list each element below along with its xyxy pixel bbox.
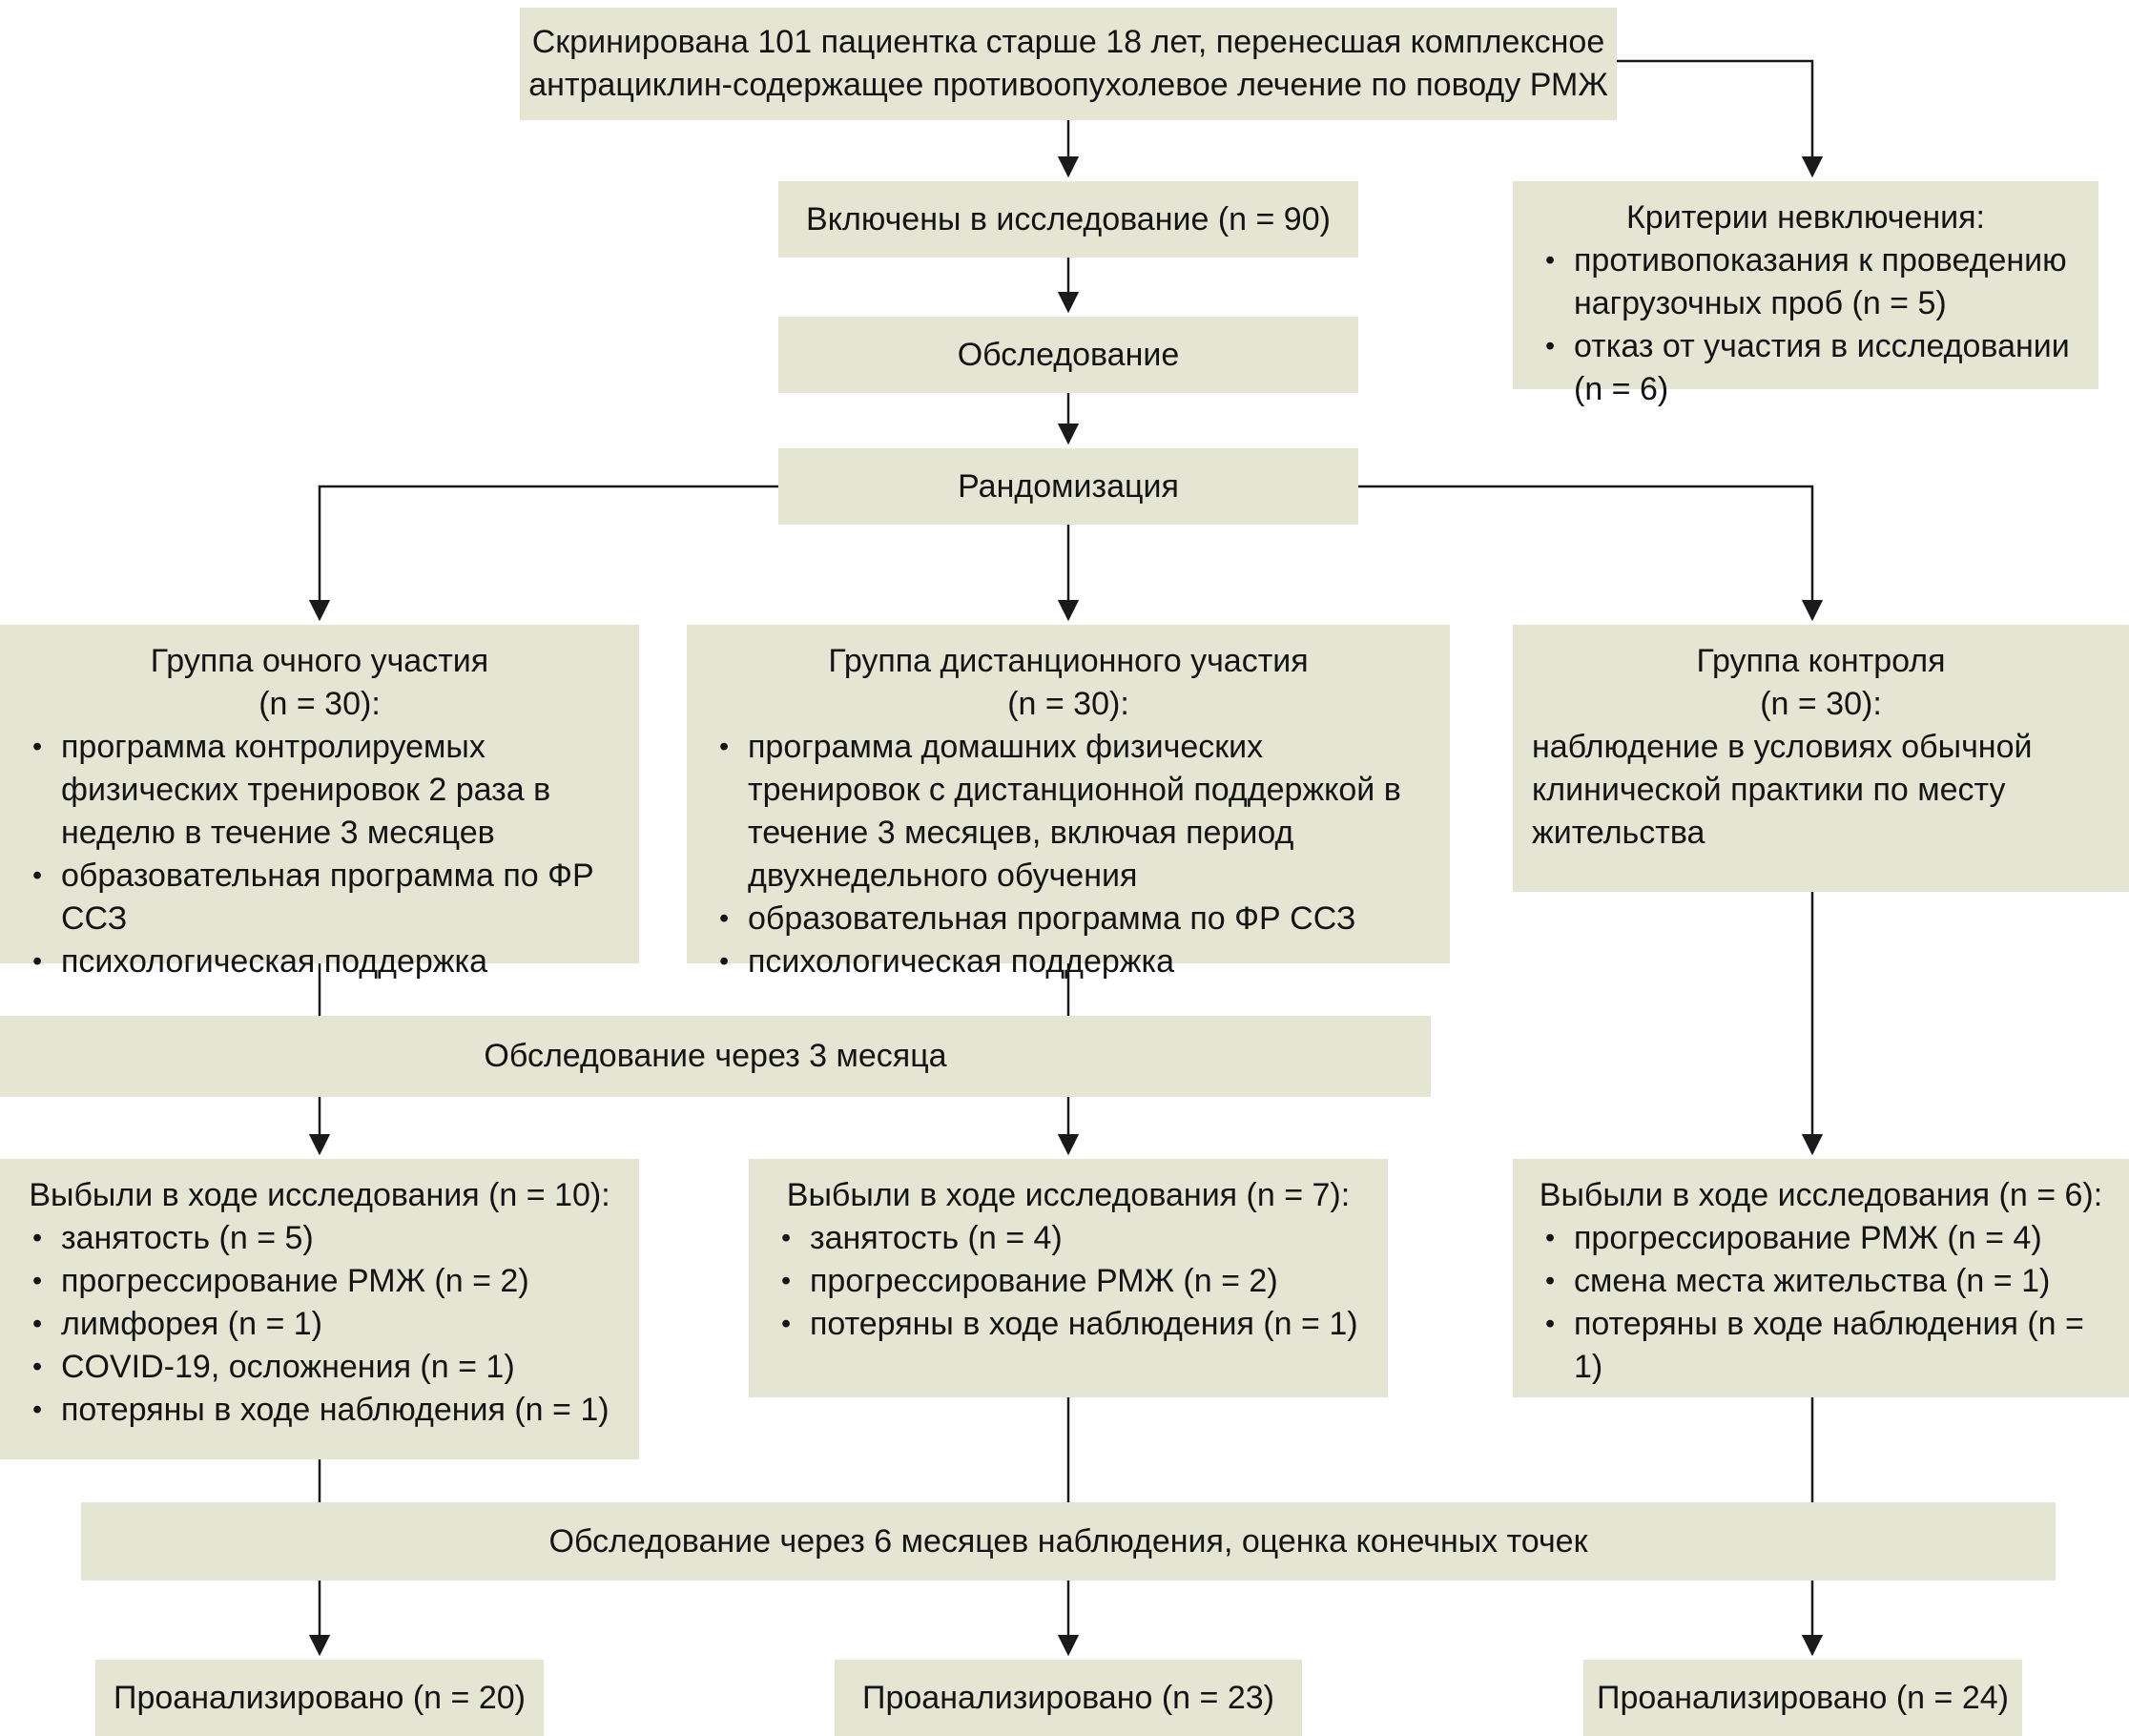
group-control-body: наблюдение в условиях обычной клиническо… [1532, 729, 2033, 851]
group-remote-bullet: программа домашних физических тренировок… [706, 726, 1431, 898]
dropout-remote-bullet: занятость (n = 4) [768, 1217, 1369, 1260]
followup-3m-label: Обследование через 3 месяца [484, 1038, 947, 1074]
dropout-control-box: Выбыли в ходе исследования (n = 6): прог… [1513, 1159, 2129, 1397]
dropout-remote-bullet: потеряны в ходе наблюдения (n = 1) [768, 1303, 1369, 1346]
group-remote-bullet-list: программа домашних физических тренировок… [706, 726, 1431, 983]
dropout-inperson-bullet: COVID-19, осложнения (n = 1) [19, 1346, 620, 1389]
arrow-screening-to-exclusion [1617, 59, 1824, 178]
analyzed-control-box: Проанализировано (n = 24) [1583, 1660, 2022, 1736]
screening-line2: антрациклин-содержащее противоопухолевое… [528, 67, 1608, 103]
followup-6m-label: Обследование через 6 месяцев наблюдения,… [548, 1522, 1588, 1560]
group-inperson-bullet: программа контролируемых физических трен… [19, 726, 620, 855]
dropout-control-title: Выбыли в ходе исследования (n = 6): [1539, 1177, 2103, 1213]
group-control-box: Группа контроля (n = 30): наблюдение в у… [1513, 625, 2129, 892]
dropout-inperson-bullet: занятость (n = 5) [19, 1217, 620, 1260]
group-inperson-bullet-list: программа контролируемых физических трен… [19, 726, 620, 983]
analyzed-remote-label: Проанализировано (n = 23) [862, 1679, 1274, 1716]
exclusion-bullet-list: противопоказания к проведению нагрузочны… [1532, 239, 2079, 411]
group-remote-n: (n = 30): [1007, 686, 1129, 722]
dropout-inperson-title: Выбыли в ходе исследования (n = 10): [29, 1177, 610, 1213]
included-box: Включены в исследование (n = 90) [778, 181, 1358, 258]
exclusion-bullet: противопоказания к проведению нагрузочны… [1532, 239, 2079, 325]
arrow-randomization-to-group3 [1354, 485, 1824, 622]
group-inperson-bullet: психологическая поддержка [19, 940, 620, 983]
followup-6m-box: Обследование через 6 месяцев наблюдения,… [81, 1502, 2056, 1581]
group-control-n: (n = 30): [1760, 686, 1882, 722]
group-control-title: Группа контроля [1696, 643, 1946, 679]
dropout-control-bullet: прогрессирование РМЖ (n = 4) [1532, 1217, 2110, 1260]
dropout-inperson-bullet: лимфорея (n = 1) [19, 1303, 620, 1346]
dropout-control-bullet-list: прогрессирование РМЖ (n = 4) смена места… [1532, 1217, 2110, 1389]
group-inperson-n: (n = 30): [258, 686, 381, 722]
analyzed-remote-box: Проанализировано (n = 23) [835, 1660, 1302, 1736]
dropout-remote-title: Выбыли в ходе исследования (n = 7): [786, 1177, 1351, 1213]
screening-box: Скринирована 101 пациентка старше 18 лет… [520, 8, 1617, 120]
included-label: Включены в исследование (n = 90) [806, 200, 1331, 238]
dropout-inperson-bullet: потеряны в ходе наблюдения (n = 1) [19, 1389, 620, 1432]
analyzed-inperson-box: Проанализировано (n = 20) [95, 1660, 544, 1736]
followup-3m-box: Обследование через 3 месяца [0, 1016, 1431, 1097]
exclusion-bullet: отказ от участия в исследовании (n = 6) [1532, 325, 2079, 411]
randomization-label: Рандомизация [958, 467, 1179, 505]
examination-label: Обследование [957, 336, 1180, 373]
randomization-box: Рандомизация [778, 448, 1358, 525]
dropout-inperson-bullet-list: занятость (n = 5) прогрессирование РМЖ (… [19, 1217, 620, 1432]
dropout-control-bullet: смена места жительства (n = 1) [1532, 1260, 2110, 1303]
group-remote-box: Группа дистанционного участия (n = 30): … [687, 625, 1450, 983]
screening-line1: Скринирована 101 пациентка старше 18 лет… [531, 24, 1605, 60]
group-inperson-title: Группа очного участия [150, 643, 489, 679]
dropout-inperson-box: Выбыли в ходе исследования (n = 10): зан… [0, 1159, 639, 1459]
group-remote-bullet: психологическая поддержка [706, 940, 1431, 983]
group-inperson-box: Группа очного участия (n = 30): программ… [0, 625, 639, 983]
dropout-remote-bullet-list: занятость (n = 4) прогрессирование РМЖ (… [768, 1217, 1369, 1346]
exclusion-title: Критерии невключения: [1626, 199, 1985, 236]
dropout-remote-bullet: прогрессирование РМЖ (n = 2) [768, 1260, 1369, 1303]
examination-box: Обследование [778, 317, 1358, 393]
analyzed-control-label: Проанализировано (n = 24) [1597, 1679, 2009, 1716]
dropout-remote-box: Выбыли в ходе исследования (n = 7): заня… [749, 1159, 1388, 1397]
group-inperson-bullet: образовательная программа по ФР ССЗ [19, 855, 620, 940]
analyzed-inperson-label: Проанализировано (n = 20) [114, 1679, 526, 1716]
dropout-inperson-bullet: прогрессирование РМЖ (n = 2) [19, 1260, 620, 1303]
arrow-randomization-to-group1 [308, 485, 778, 622]
group-remote-bullet: образовательная программа по ФР ССЗ [706, 898, 1431, 940]
dropout-control-bullet: потеряны в ходе наблюдения (n = 1) [1532, 1303, 2110, 1389]
group-remote-title: Группа дистанционного участия [828, 643, 1309, 679]
exclusion-box: Критерии невключения: противопоказания к… [1513, 181, 2098, 407]
